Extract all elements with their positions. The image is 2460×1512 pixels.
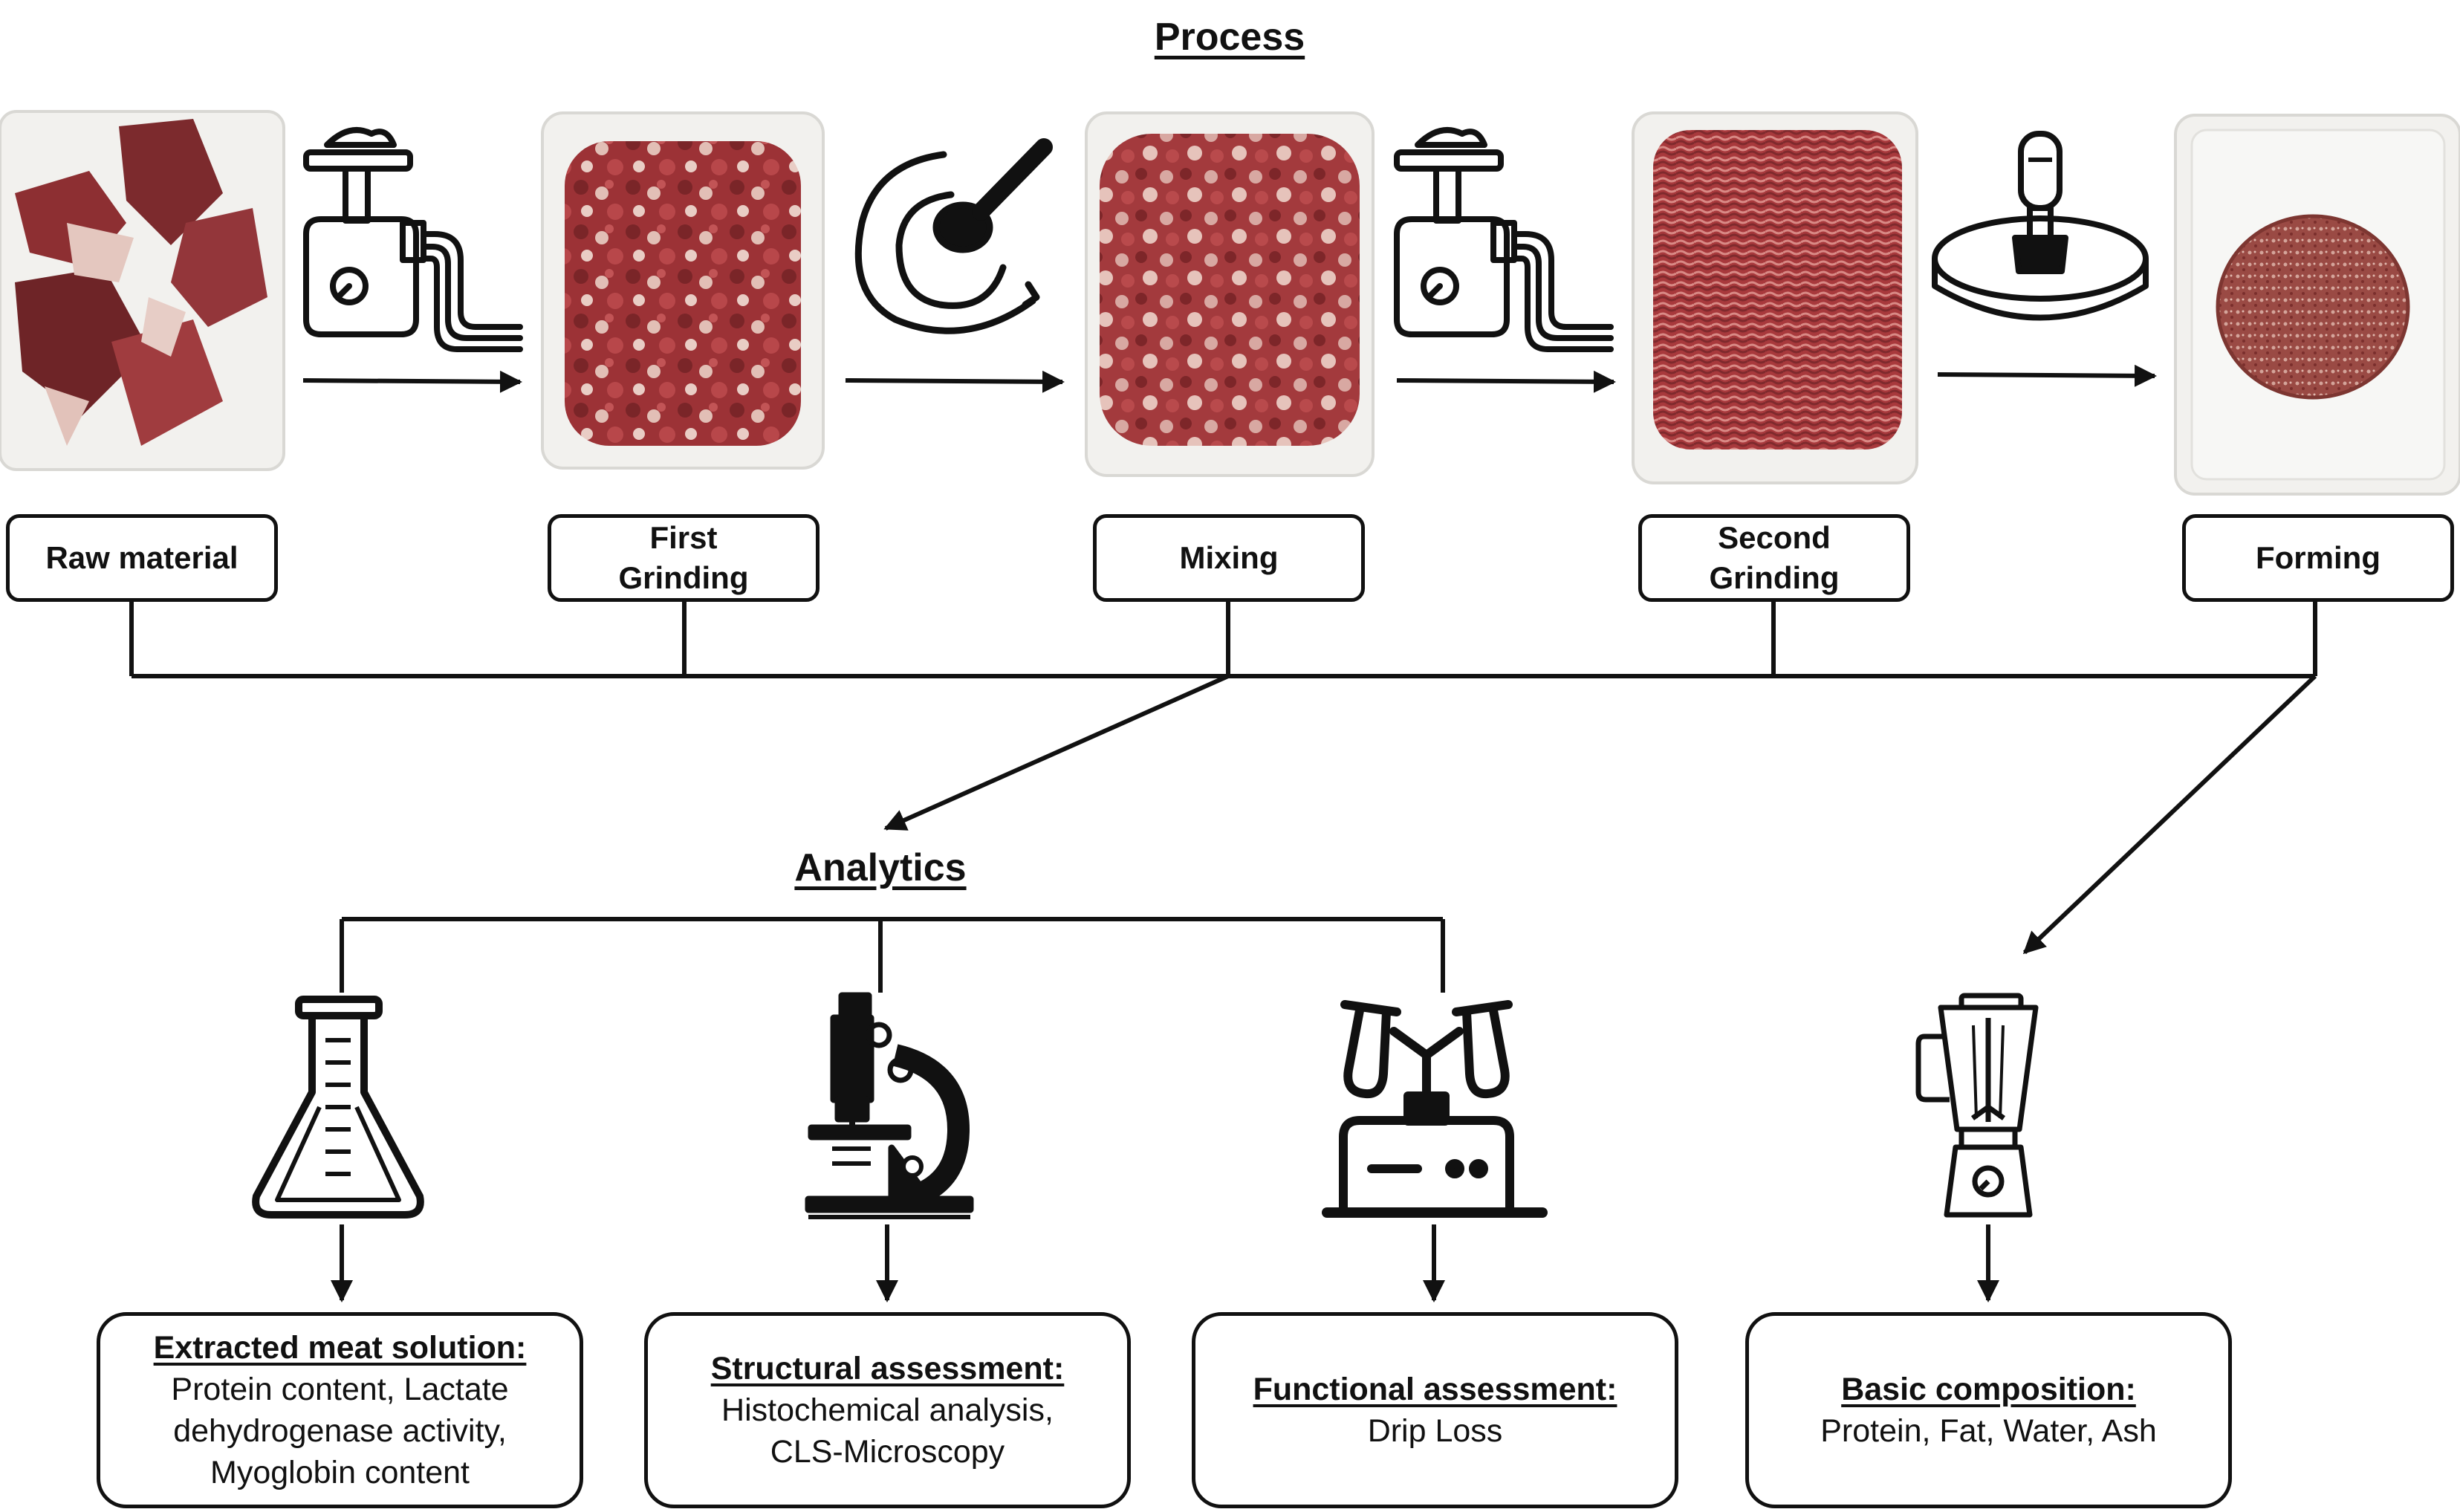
burger-press-icon [1932,131,2149,321]
coarse-ground-meat-tray [541,111,825,470]
blender-icon [1915,993,2039,1218]
result-box-basic-composition: Basic composition: Protein, Fat, Water, … [1745,1312,2232,1508]
step-box-mixing: Mixing [1093,514,1365,602]
result-title: Extracted meat solution: [153,1330,527,1366]
fine-ground-meat-tray [1632,111,1918,484]
arrow-first-to-mixing [845,370,1065,393]
result-text: Drip Loss [1367,1413,1503,1449]
result-text: Protein, Fat, Water, Ash [1820,1413,2157,1449]
microscope-icon [805,992,974,1219]
arrow-second-to-forming [1937,364,2157,387]
mixed-ground-meat-tray [1085,111,1375,477]
step-label: First Grinding [618,520,749,595]
raw-meat-pieces-tray [0,110,285,471]
process-heading: Process [1154,16,1305,59]
process-arrows [302,364,2157,393]
result-title: Structural assessment: [710,1351,1065,1386]
mixing-bowl-icon [854,138,1053,334]
step-box-first-grinding: First Grinding [548,514,820,602]
connector-lines [129,602,2317,1302]
step-label: Forming [2256,540,2381,575]
result-text: Protein content, Lactate dehydrogenase a… [171,1372,509,1490]
analytics-heading: Analytics [794,846,967,889]
arrow-to-basic-composition [2022,674,2317,955]
step-label: Mixing [1179,540,1279,575]
centrifuge-icon [1322,1000,1548,1218]
result-title: Functional assessment: [1253,1372,1617,1407]
meat-grinder-icon [303,127,523,352]
result-box-extracted-meat-solution: Extracted meat solution: Protein content… [97,1312,583,1508]
step-label: Raw material [45,540,238,575]
burger-patty-tray [2174,114,2460,496]
result-box-structural-assessment: Structural assessment: Histochemical ana… [644,1312,1131,1508]
step-box-forming: Forming [2182,514,2454,602]
step-box-second-grinding: Second Grinding [1638,514,1910,602]
meat-grinder-icon [1394,127,1614,352]
step-box-raw-material: Raw material [6,514,278,602]
arrow-raw-to-first [302,370,522,393]
result-text: Histochemical analysis, CLS-Microscopy [721,1392,1054,1470]
step-label: Second Grinding [1709,520,1840,595]
result-box-functional-assessment: Functional assessment: Drip Loss [1192,1312,1678,1508]
arrow-mixing-to-second [1396,370,1616,393]
erlenmeyer-flask-icon [252,996,424,1219]
arrow-to-analytics [883,674,1230,831]
result-title: Basic composition: [1841,1372,2136,1407]
